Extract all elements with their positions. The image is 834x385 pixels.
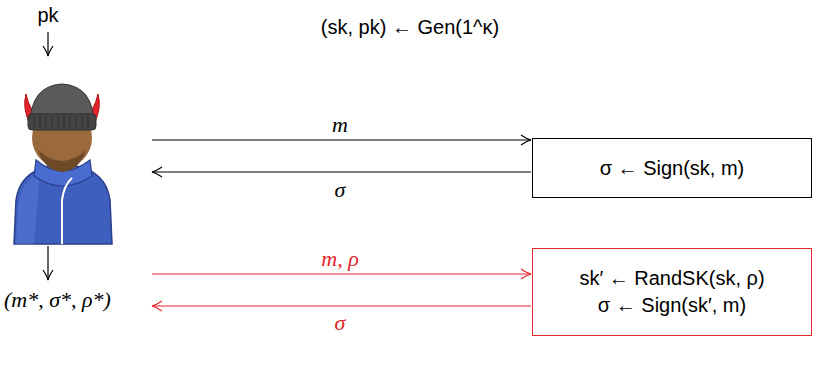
output-arrow [47,246,48,280]
key-label: pk [37,4,58,27]
adversary-figure [14,84,112,244]
forgery-output-label: (m*, σ*, ρ*) [4,287,111,312]
input-arrow [47,32,48,56]
sign-oracle-box: σ ← Sign(sk, m) [532,138,812,198]
answer-arrow [152,171,531,172]
signature-label: σ [335,310,346,335]
randomized-sign-oracle-box: sk′ ← RandSK(sk, ρ)σ ← Sign(sk′, m) [532,248,812,336]
query-arrow [152,139,531,140]
query-arrow [152,273,531,274]
message-label: m, ρ [321,246,358,271]
signature-label: σ [335,177,346,202]
statement-text: sk′ ← RandSK(sk, ρ) [579,265,764,292]
setup-label: (sk, pk) ← Gen(1^κ) [321,16,499,39]
statement-text: σ ← Sign(sk′, m) [598,292,746,319]
message-label: m [332,112,348,137]
statement-text: σ ← Sign(sk, m) [600,155,745,182]
answer-arrow [152,305,531,306]
